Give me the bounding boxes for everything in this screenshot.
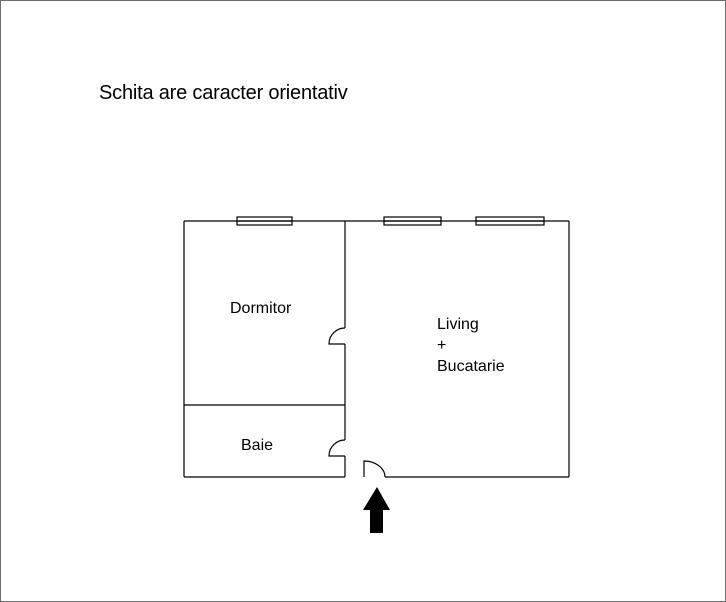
door-dormitor <box>328 327 346 345</box>
sketch-note: Schita are caracter orientativ <box>99 82 348 104</box>
room-label-living-line1: Living <box>437 316 479 333</box>
door-entrance <box>363 460 386 478</box>
room-label-living-line3: Bucatarie <box>437 358 505 375</box>
door-baie <box>328 439 346 457</box>
room-label-dormitor: Dormitor <box>230 300 292 317</box>
room-label-living-line2: + <box>437 337 447 354</box>
room-label-baie: Baie <box>241 437 274 454</box>
room-label-living: Living + Bucatarie <box>437 314 505 377</box>
up-arrow-icon <box>363 487 390 533</box>
